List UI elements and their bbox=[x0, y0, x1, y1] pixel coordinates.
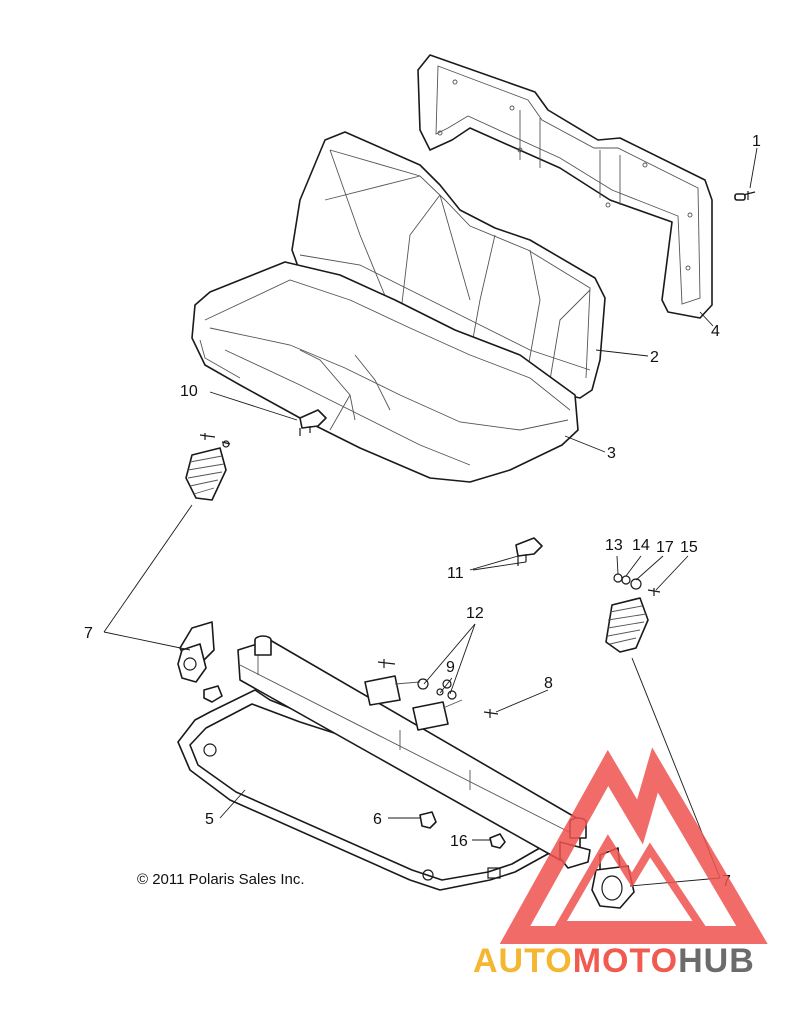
nut bbox=[489, 833, 506, 849]
callout-7-left: 7 bbox=[84, 625, 93, 642]
watermark-auto: AUTO bbox=[473, 942, 573, 980]
callout-8: 8 bbox=[544, 675, 553, 692]
callout-12: 12 bbox=[466, 605, 484, 622]
callout-5: 5 bbox=[205, 811, 214, 828]
screw bbox=[734, 191, 756, 201]
callout-2: 2 bbox=[650, 349, 659, 366]
callout-10: 10 bbox=[180, 383, 198, 400]
callout-15: 15 bbox=[680, 539, 698, 556]
watermark-hub: HUB bbox=[678, 942, 755, 980]
watermark-triangle-icon bbox=[499, 747, 768, 944]
seat-clip-2 bbox=[515, 537, 543, 566]
seat-belt-buckles bbox=[364, 659, 499, 731]
callout-17: 17 bbox=[656, 539, 674, 556]
svg-text:AUTOMOTOHUB: AUTOMOTOHUB bbox=[473, 942, 755, 980]
callout-9: 9 bbox=[446, 659, 455, 676]
seat-clip bbox=[299, 409, 327, 436]
callout-14: 14 bbox=[632, 537, 650, 554]
grommet bbox=[419, 811, 437, 829]
callout-1: 1 bbox=[752, 133, 761, 150]
seat-back-panel bbox=[417, 54, 713, 319]
seat-base-frame bbox=[177, 689, 556, 891]
callout-11: 11 bbox=[447, 565, 464, 582]
seat-bottom-cushion bbox=[191, 261, 579, 483]
callout-3: 3 bbox=[607, 445, 616, 462]
bushing bbox=[203, 685, 223, 703]
watermark-moto: MOTO bbox=[573, 942, 678, 980]
seat-belt-retractor-left bbox=[177, 433, 231, 683]
callout-6: 6 bbox=[373, 811, 382, 828]
callout-16: 16 bbox=[450, 833, 468, 850]
copyright-notice: © 2011 Polaris Sales Inc. bbox=[137, 871, 305, 888]
callout-4: 4 bbox=[711, 323, 720, 340]
watermark-logo: AUTOMOTOHUB bbox=[473, 747, 768, 980]
callout-13: 13 bbox=[605, 537, 623, 554]
leader-lines bbox=[103, 147, 758, 887]
